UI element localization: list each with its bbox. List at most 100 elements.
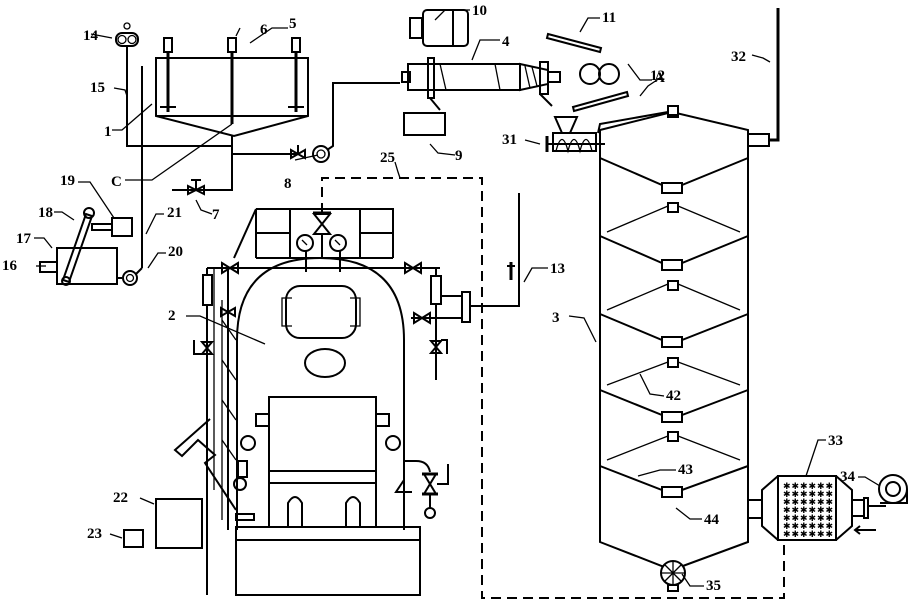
- tube-icon: ✱: [826, 506, 834, 516]
- tube-icon: ✱: [792, 490, 800, 500]
- outlet-pipe-13: [470, 193, 520, 307]
- box-9-icon: [403, 112, 446, 136]
- label-23: 23: [87, 526, 102, 542]
- sight-glass-icon: [430, 275, 442, 305]
- label-7: 7: [212, 207, 220, 223]
- tube-icon: ✱: [817, 514, 825, 524]
- label-6: 6: [260, 22, 268, 38]
- tube-icon: ✱: [817, 530, 825, 540]
- label-14: 14: [83, 28, 99, 44]
- label-13: 13: [550, 261, 565, 277]
- label-9: 9: [455, 148, 463, 164]
- dryer-tower-3: [599, 8, 780, 572]
- tube-icon: ✱: [826, 490, 834, 500]
- tube-icon: ✱: [800, 498, 808, 508]
- label-19: 19: [60, 173, 75, 189]
- blower-14-icon: [115, 22, 139, 47]
- tube-icon: ✱: [783, 490, 791, 500]
- boiler-2: [173, 208, 471, 596]
- tube-icon: ✱: [800, 490, 808, 500]
- tube-icon: ✱: [809, 530, 817, 540]
- label-42: 42: [666, 388, 681, 404]
- tube-icon: ✱: [809, 490, 817, 500]
- agitator-motor-icon: [227, 37, 237, 53]
- tube-icon: ✱: [809, 498, 817, 508]
- tube-icon: ✱: [792, 498, 800, 508]
- fan-34-icon: [878, 474, 908, 504]
- motor-10-icon: [422, 9, 469, 47]
- label-43: 43: [678, 462, 693, 478]
- tube-icon: ✱: [783, 482, 791, 492]
- box-22-icon: [155, 498, 203, 549]
- leader-lines: [34, 9, 881, 587]
- label-44: 44: [704, 512, 720, 528]
- tube-icon: ✱: [800, 482, 808, 492]
- label-a: A: [654, 70, 665, 86]
- tube-icon: ✱: [800, 514, 808, 524]
- label-1: 1: [104, 124, 112, 140]
- label-21: 21: [167, 205, 182, 221]
- tube-icon: ✱: [817, 506, 825, 516]
- tube-icon: ✱: [792, 514, 800, 524]
- steam-line-25: [321, 177, 785, 599]
- heat-exchanger-33: ✱✱✱✱✱✱✱✱✱✱✱✱✱✱✱✱✱✱✱✱✱✱✱✱✱✱✱✱✱✱✱✱✱✱✱✱✱✱✱✱…: [747, 474, 908, 541]
- agitator-motor-icon: [291, 37, 301, 53]
- tube-icon: ✱: [809, 482, 817, 492]
- pump-8-icon: [312, 82, 400, 163]
- tube-icon: ✱: [783, 514, 791, 524]
- tube-icon: ✱: [809, 514, 817, 524]
- label-3: 3: [552, 310, 560, 326]
- tube-icon: ✱: [826, 530, 834, 540]
- screw-press-4: [401, 9, 561, 136]
- tube-icon: ✱: [817, 482, 825, 492]
- agitator-motor-icon: [163, 37, 173, 53]
- label-15: 15: [90, 80, 105, 96]
- tube-icon: ✱: [792, 530, 800, 540]
- label-16: 16: [2, 258, 18, 274]
- label-20: 20: [168, 244, 183, 260]
- label-33: 33: [828, 433, 843, 449]
- valve-icon: [311, 213, 333, 235]
- label-2: 2: [168, 308, 176, 324]
- label-31: 31: [502, 132, 517, 148]
- tube-icon: ✱: [826, 522, 834, 532]
- tube-icon: ✱: [792, 506, 800, 516]
- label-10: 10: [472, 3, 487, 19]
- tube-icon: ✱: [817, 498, 825, 508]
- tube-icon: ✱: [800, 522, 808, 532]
- tube-icon: ✱: [817, 522, 825, 532]
- valve-7-icon: [187, 179, 205, 196]
- rotary-valve-35-icon: [660, 560, 686, 592]
- pump-20-icon: [122, 270, 138, 286]
- roller-icon: [579, 63, 601, 85]
- label-c: C: [111, 174, 122, 190]
- screw-feeder-31: [545, 106, 679, 154]
- sight-glass-icon: [202, 274, 213, 306]
- tube-icon: ✱: [800, 530, 808, 540]
- crusher-17: [39, 207, 143, 286]
- valve-icon: [290, 145, 306, 160]
- label-34: 34: [840, 469, 856, 485]
- rod-12-icon: [571, 90, 630, 113]
- tube-icon: ✱: [783, 506, 791, 516]
- tube-icon: ✱: [792, 482, 800, 492]
- roller-icon: [598, 63, 620, 85]
- tube-icon: ✱: [826, 482, 834, 492]
- label-11: 11: [602, 10, 616, 26]
- label-17: 17: [16, 231, 32, 247]
- box-23-icon: [123, 529, 144, 548]
- label-32: 32: [731, 49, 746, 65]
- tube-icon: ✱: [792, 522, 800, 532]
- inlet-16-icon: [39, 261, 58, 273]
- label-5: 5: [289, 16, 297, 32]
- rod-11-icon: [545, 32, 603, 54]
- motor-19-icon: [111, 217, 133, 237]
- tube-icon: ✱: [800, 506, 808, 516]
- tube-icon: ✱: [783, 522, 791, 532]
- label-12: 12: [650, 68, 665, 84]
- tube-icon: ✱: [783, 498, 791, 508]
- tube-icon: ✱: [809, 522, 817, 532]
- tube-icon: ✱: [809, 506, 817, 516]
- rods-and-rollers: [545, 32, 630, 113]
